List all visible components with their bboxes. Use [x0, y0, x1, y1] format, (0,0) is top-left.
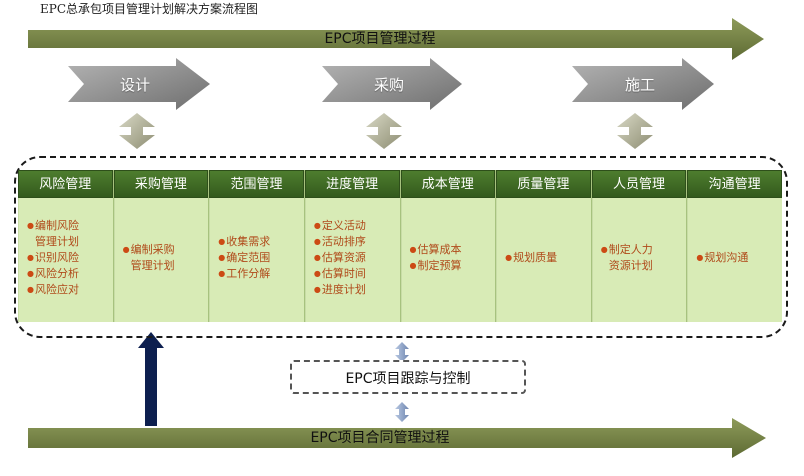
column-header: 质量管理 — [496, 170, 591, 198]
phase-label-construction: 施工 — [624, 76, 655, 94]
double-arrow-procurement — [366, 113, 402, 149]
column-body: 规划质量 — [496, 198, 591, 322]
list-item: 识别风险 — [27, 250, 110, 266]
list-item: 估算时间 — [314, 266, 397, 282]
phase-label-design: 设计 — [119, 76, 150, 94]
column-procurement: 采购管理 编制采购 管理计划 — [113, 170, 210, 322]
column-schedule: 进度管理 定义活动 活动排序 估算资源 估算时间 进度计划 — [304, 170, 401, 322]
list-item: 规划质量 — [505, 250, 588, 266]
list-item: 估算资源 — [314, 250, 397, 266]
phase-arrow-construction — [572, 58, 714, 110]
phase-arrow-design — [68, 58, 210, 110]
column-header: 沟通管理 — [687, 170, 782, 198]
column-scope: 范围管理 收集需求 确定范围 工作分解 — [209, 170, 305, 322]
column-body: 编制风险 管理计划 识别风险 风险分析 风险应对 — [18, 198, 113, 322]
list-item: 风险应对 — [27, 282, 110, 298]
diagram-title: EPC总承包项目管理计划解决方案流程图 — [40, 2, 259, 16]
list-item: 确定范围 — [218, 250, 301, 266]
list-item: 制定预算 — [410, 258, 493, 274]
double-arrow-construction — [617, 113, 653, 149]
list-item: 收集需求 — [218, 234, 301, 250]
bottom-process-arrow — [28, 418, 766, 458]
management-panel-border — [14, 156, 788, 338]
column-quality: 质量管理 规划质量 — [496, 170, 592, 322]
column-header: 成本管理 — [400, 170, 496, 198]
list-item: 规划沟通 — [696, 250, 779, 266]
tracking-label: EPC项目跟踪与控制 — [345, 371, 471, 387]
list-item: 进度计划 — [314, 282, 397, 298]
top-process-arrow — [28, 18, 764, 60]
column-risk: 风险管理 编制风险 管理计划 识别风险 风险分析 风险应对 — [18, 170, 114, 322]
contract-up-arrow — [138, 332, 164, 426]
column-body: 收集需求 确定范围 工作分解 — [209, 198, 304, 322]
tracking-box — [290, 360, 526, 394]
phase-label-procurement: 采购 — [373, 76, 404, 94]
column-header: 风险管理 — [18, 170, 113, 198]
list-item: 风险分析 — [27, 266, 110, 282]
list-item: 定义活动 — [314, 218, 397, 234]
list-item: 编制风险 — [27, 218, 110, 234]
column-communication: 沟通管理 规划沟通 — [687, 170, 782, 322]
bottom-process-label: EPC项目合同管理过程 — [310, 430, 450, 446]
column-header: 采购管理 — [113, 170, 209, 198]
connector-arrow-top — [395, 342, 409, 362]
column-body: 制定人力 资源计划 — [591, 198, 687, 322]
list-item: 工作分解 — [218, 266, 301, 282]
list-item: 制定人力 — [601, 242, 684, 258]
list-item: 活动排序 — [314, 234, 397, 250]
column-body: 规划沟通 — [687, 198, 782, 322]
list-item: 管理计划 — [35, 235, 79, 248]
column-header: 进度管理 — [304, 170, 400, 198]
connector-arrow-bottom — [395, 402, 409, 422]
double-arrow-design — [119, 113, 155, 149]
column-body: 定义活动 活动排序 估算资源 估算时间 进度计划 — [304, 198, 400, 322]
list-item: 资源计划 — [608, 259, 653, 272]
column-body: 估算成本 制定预算 — [400, 198, 496, 322]
top-process-label: EPC项目管理过程 — [324, 31, 436, 47]
column-personnel: 人员管理 制定人力 资源计划 — [591, 170, 688, 322]
management-columns: 风险管理 编制风险 管理计划 识别风险 风险分析 风险应对 采购管理 编制采购 … — [18, 170, 782, 322]
list-item: 管理计划 — [130, 259, 175, 272]
phase-arrow-procurement — [322, 58, 462, 110]
list-item: 编制采购 — [123, 242, 206, 258]
column-header: 范围管理 — [209, 170, 304, 198]
column-cost: 成本管理 估算成本 制定预算 — [400, 170, 497, 322]
list-item: 估算成本 — [410, 242, 493, 258]
column-body: 编制采购 管理计划 — [113, 198, 209, 322]
column-header: 人员管理 — [591, 170, 687, 198]
